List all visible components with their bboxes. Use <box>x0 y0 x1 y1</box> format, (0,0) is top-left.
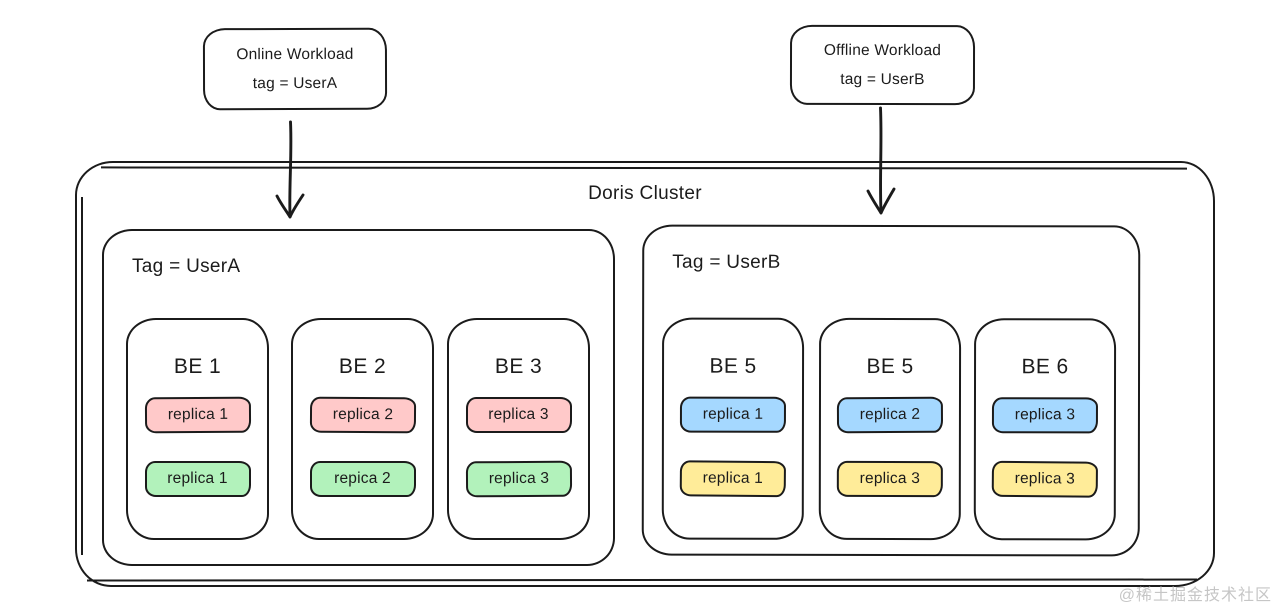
be-node-title: BE 5 <box>866 354 914 379</box>
replica-pill: replica 3 <box>465 460 572 498</box>
replica-pill: replica 3 <box>991 397 1098 434</box>
online-workload-box: Online Workload tag = UserA <box>202 27 388 111</box>
cluster-overdraw-top <box>100 166 1188 170</box>
online-workload-tag: tag = UserA <box>252 74 338 92</box>
tag-group-usera: Tag = UserA BE 1 replica 1 replica 1 BE … <box>102 229 615 566</box>
tag-group-userb-label: Tag = UserB <box>672 251 781 273</box>
cluster-title: Doris Cluster <box>588 183 702 204</box>
watermark: @稀土掘金技术社区 <box>1118 587 1272 604</box>
tag-group-usera-label: Tag = UserA <box>132 256 241 277</box>
offline-workload-title: Offline Workload <box>823 41 942 59</box>
be-node-3: BE 3 replica 3 replica 3 <box>447 318 590 540</box>
replica-pill: replica 3 <box>991 460 1099 498</box>
be-node-5: BE 5 replica 2 replica 3 <box>818 317 962 541</box>
be-node-2: BE 2 replica 2 repica 2 <box>291 318 434 540</box>
replica-pill: replica 2 <box>836 396 944 434</box>
be-node-title: BE 3 <box>494 355 543 378</box>
online-workload-title: Online Workload <box>236 45 354 63</box>
be-node-1: BE 1 replica 1 replica 1 <box>126 318 269 540</box>
be-node-6: BE 6 replica 3 replica 3 <box>973 318 1117 541</box>
replica-pill: replica 2 <box>309 396 416 434</box>
replica-pill: replica 1 <box>144 461 251 497</box>
replica-pill: replica 1 <box>679 396 786 433</box>
replica-pill: replica 1 <box>679 460 787 498</box>
replica-pill: repica 2 <box>309 461 416 497</box>
cluster-overdraw-bottom <box>86 578 1198 582</box>
offline-workload-tag: tag = UserB <box>840 70 925 88</box>
be-node-4: BE 5 replica 1 replica 1 <box>661 317 805 540</box>
doris-cluster-box: Doris Cluster Tag = UserA BE 1 replica 1… <box>75 161 1215 587</box>
tag-group-userb: Tag = UserB BE 5 replica 1 replica 1 BE … <box>641 224 1141 557</box>
replica-pill: replica 3 <box>836 460 943 498</box>
offline-workload-box: Offline Workload tag = UserB <box>789 24 976 106</box>
replica-pill: replica 3 <box>465 397 572 433</box>
be-node-title: BE 1 <box>173 355 222 378</box>
be-node-title: BE 5 <box>709 354 757 378</box>
be-node-title: BE 6 <box>1021 355 1069 379</box>
replica-pill: replica 1 <box>144 396 251 434</box>
be-node-title: BE 2 <box>338 355 387 378</box>
cluster-overdraw-left <box>81 197 83 555</box>
